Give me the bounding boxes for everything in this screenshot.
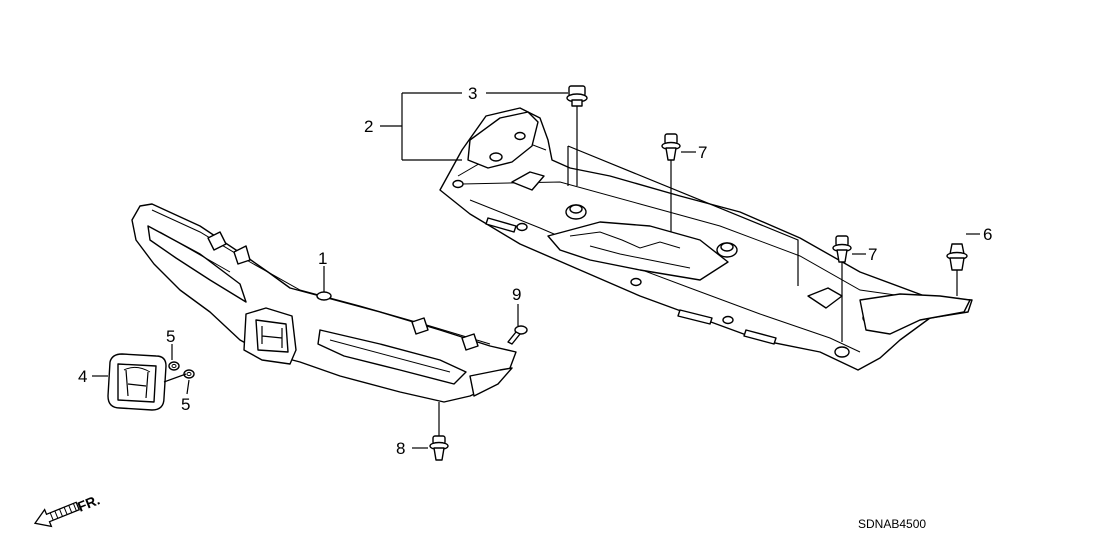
clip-3-part: [566, 85, 588, 107]
callout-7-upper: 7: [698, 143, 707, 162]
clip-7-lower-part: [832, 235, 852, 263]
callout-4: 4: [78, 367, 87, 386]
direction-label: FR.: [75, 491, 102, 514]
clip-7-upper-part: [661, 133, 681, 161]
callout-7-lower: 7: [868, 245, 877, 264]
clip-8-part: [429, 435, 449, 461]
front-direction-arrow-icon: [33, 501, 81, 528]
callout-5-lower: 5: [181, 395, 190, 414]
callout-8: 8: [396, 439, 405, 458]
callout-5-upper: 5: [166, 327, 175, 346]
screw-9-part: [507, 325, 528, 345]
front-grille-part: [131, 203, 517, 403]
callout-3: 3: [468, 84, 477, 103]
callout-2: 2: [364, 117, 373, 136]
leader-lines: [92, 92, 980, 449]
callout-6: 6: [983, 225, 992, 244]
nut-lower-part: [183, 369, 195, 379]
nut-upper-part: [168, 361, 180, 371]
clip-6-part: [946, 243, 968, 271]
callout-1: 1: [318, 249, 327, 268]
diagram-code: SDNAB4500: [858, 517, 926, 531]
callout-9: 9: [512, 285, 521, 304]
emblem-part: [107, 353, 167, 411]
lower-cover-part: [439, 107, 973, 371]
